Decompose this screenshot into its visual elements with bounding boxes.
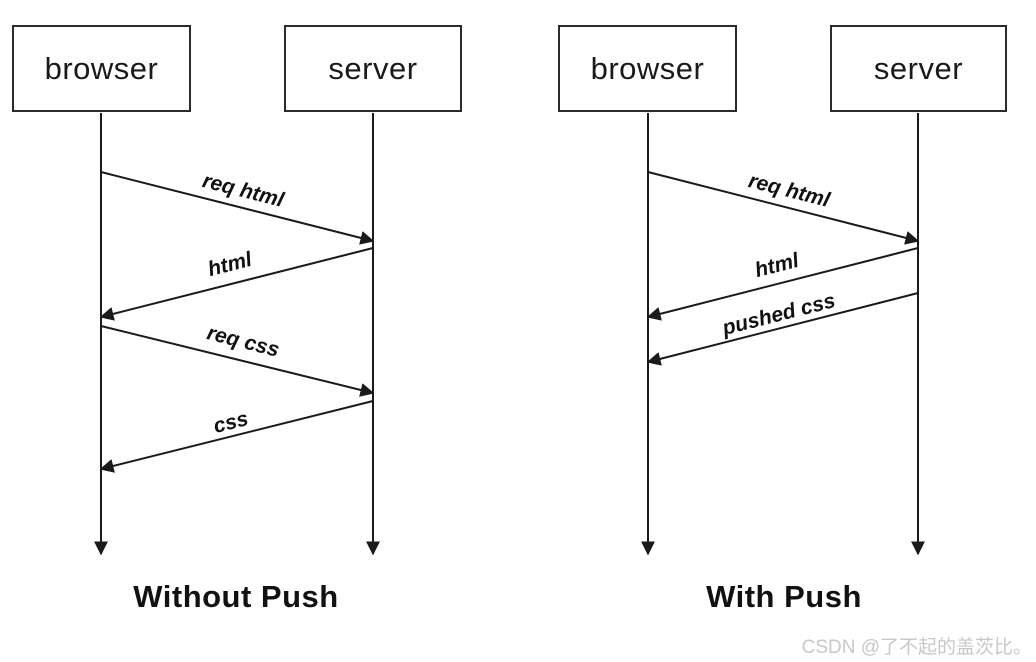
- actor-label-server-right: server: [873, 50, 964, 86]
- actor-box-browser-left: browser: [12, 25, 191, 112]
- title-with-push: With Push: [706, 579, 862, 614]
- arrow-right-req-html: [647, 171, 920, 245]
- actor-box-server-right: server: [830, 25, 1007, 112]
- actor-box-browser-right: browser: [558, 25, 737, 112]
- actor-box-server-left: server: [284, 25, 462, 112]
- arrow-left-req-html: [100, 171, 375, 245]
- arrow-right-pushed-css: [646, 292, 919, 366]
- csdn-watermark: CSDN @了不起的盖茨比。: [801, 637, 1032, 658]
- arrow-left-html: [99, 247, 374, 321]
- arrow-left-css: [99, 400, 374, 473]
- actor-label-server-left: server: [328, 50, 418, 86]
- actor-label-browser-left: browser: [44, 50, 159, 86]
- title-without-push: Without Push: [133, 579, 339, 614]
- arrow-right-html: [646, 247, 919, 321]
- actor-label-browser-right: browser: [590, 50, 705, 86]
- arrow-left-req-css: [100, 325, 375, 397]
